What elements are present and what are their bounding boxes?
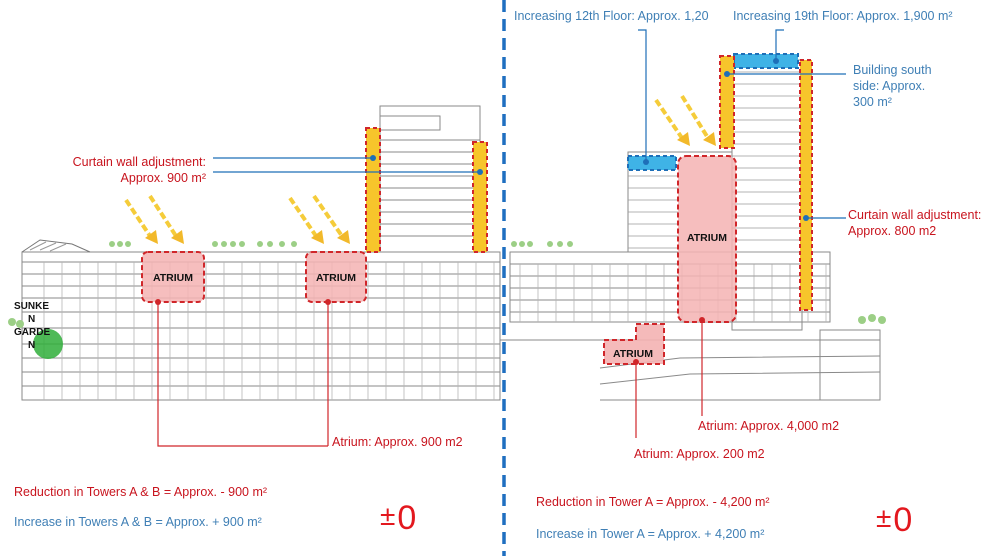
atrium-right-big bbox=[677, 155, 737, 323]
right-floor19-label: Increasing 19th Floor: Approx. 1,900 m² bbox=[733, 9, 953, 23]
roof-trees-left bbox=[8, 241, 297, 328]
left-building bbox=[21, 105, 501, 401]
left-balance: ±0 bbox=[380, 498, 418, 536]
curtain-wall-left-b bbox=[472, 141, 488, 253]
right-tower-grid bbox=[519, 71, 827, 322]
right-balance: ±0 bbox=[876, 500, 914, 538]
left-curtain-wall-label: Curtain wall adjustment: Approx. 900 m² bbox=[68, 154, 206, 186]
left-atrium-note: Atrium: Approx. 900 m2 bbox=[332, 435, 463, 449]
roof-trees-right bbox=[511, 241, 886, 324]
increase-19th-floor bbox=[733, 53, 799, 69]
increase-12th-floor bbox=[627, 155, 677, 171]
atrium-right-big-label: ATRIUM bbox=[687, 232, 727, 244]
sunken-line3: GARDE bbox=[14, 327, 51, 338]
atrium-right-small bbox=[603, 323, 665, 365]
left-balance-symbol: ± bbox=[380, 500, 398, 531]
right-floor12-label: Increasing 12th Floor: Approx. 1,20 bbox=[514, 9, 709, 23]
sunken-line4: N bbox=[28, 340, 36, 351]
curtain-wall-right bbox=[799, 59, 813, 311]
left-reduction: Reduction in Towers A & B = Approx. - 90… bbox=[14, 485, 268, 499]
atrium-left-b-label: ATRIUM bbox=[316, 272, 356, 284]
right-curtain-wall-line1: Curtain wall adjustment: bbox=[848, 208, 982, 222]
leader-lines-right bbox=[635, 29, 846, 438]
right-curtain-wall-line2: Approx. 800 m2 bbox=[848, 224, 937, 238]
right-increase: Increase in Tower A = Approx. + 4,200 m² bbox=[536, 527, 765, 541]
sunken-garden-marker bbox=[33, 329, 63, 359]
south-side-wall bbox=[719, 55, 735, 149]
sunken-garden-label: SUNKE N GARDE N bbox=[14, 300, 50, 352]
left-curtain-wall-line2: Approx. 900 m² bbox=[120, 171, 206, 185]
right-balance-symbol: ± bbox=[876, 502, 894, 533]
atrium-left-a-label: ATRIUM bbox=[153, 272, 193, 284]
atrium-right-small-label: ATRIUM bbox=[613, 348, 653, 360]
right-south-line1: Building south bbox=[853, 63, 932, 77]
atrium-left-b bbox=[305, 251, 367, 303]
left-podium-grid bbox=[43, 262, 495, 400]
left-increase: Increase in Towers A & B = Approx. + 900… bbox=[14, 515, 262, 529]
right-atrium-200: Atrium: Approx. 200 m2 bbox=[634, 447, 765, 461]
sunken-line1: SUNKE bbox=[14, 301, 50, 312]
curtain-wall-left-a bbox=[365, 127, 381, 253]
right-balance-value: 0 bbox=[893, 501, 915, 539]
right-atrium-4000: Atrium: Approx. 4,000 m2 bbox=[698, 419, 840, 433]
sun-arrows-right bbox=[654, 94, 710, 140]
left-balance-value: 0 bbox=[397, 499, 419, 537]
atrium-left-a bbox=[141, 251, 205, 303]
right-south-line3: 300 m² bbox=[853, 95, 892, 109]
right-south-side-label: Building south side: Approx. 300 m² bbox=[853, 62, 932, 110]
right-south-line2: side: Approx. bbox=[853, 79, 926, 93]
leader-lines-left bbox=[157, 157, 480, 447]
right-reduction: Reduction in Tower A = Approx. - 4,200 m… bbox=[536, 495, 770, 509]
left-curtain-wall-line1: Curtain wall adjustment: bbox=[72, 155, 206, 169]
sun-arrows-left bbox=[124, 194, 344, 238]
right-curtain-wall-label: Curtain wall adjustment: Approx. 800 m2 bbox=[848, 207, 981, 239]
sunken-line2: N bbox=[28, 314, 36, 325]
